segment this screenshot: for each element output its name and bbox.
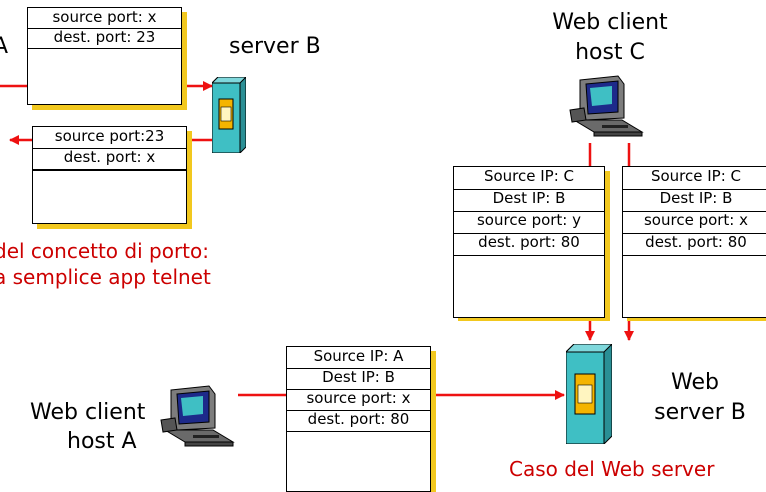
packet-field: dest. port: 80 <box>623 233 766 256</box>
telnet-reply-packet: source port:23 dest. port: x <box>32 126 192 229</box>
packet-field: dest. port: 80 <box>454 233 604 256</box>
packet-field: dest. port: x <box>33 148 186 171</box>
server-icon <box>212 77 246 153</box>
packet-field: dest. port: 23 <box>28 28 181 49</box>
host-a-packet: Source IP: A Dest IP: B source port: x d… <box>286 346 436 492</box>
packet-field: source port: y <box>454 211 604 234</box>
computer-icon <box>160 385 235 447</box>
server-icon <box>566 344 612 444</box>
packet-field: source port: x <box>287 389 430 411</box>
telnet-caption-line2: a semplice app telnet <box>0 265 211 289</box>
telnet-caption-line1: del concetto di porto: <box>0 239 209 263</box>
packet-field: Source IP: A <box>287 347 430 369</box>
packet-field: source port: x <box>623 211 766 234</box>
server-b-label: server B <box>229 34 321 59</box>
host-c-label-line2: host C <box>575 40 645 65</box>
telnet-request-packet: source port: x dest. port: 23 <box>27 7 187 110</box>
packet-field: Source IP: C <box>454 167 604 190</box>
computer-icon <box>569 75 644 137</box>
host-c-packet-y: Source IP: C Dest IP: B source port: y d… <box>453 166 613 324</box>
web-server-label-line1: Web <box>671 370 719 395</box>
host-a-label-line2: host A <box>67 429 137 454</box>
host-c-packet-x: Source IP: C Dest IP: B source port: x d… <box>622 166 766 324</box>
packet-field: Dest IP: B <box>287 368 430 390</box>
web-server-caption: Caso del Web server <box>509 457 715 481</box>
web-server-label-line2: server B <box>654 400 746 425</box>
packet-field: dest. port: 80 <box>287 410 430 432</box>
host-a-label-line1: Web client <box>30 400 146 425</box>
host-c-label-line1: Web client <box>552 10 668 35</box>
host-a-label-fragment: A <box>0 34 9 59</box>
packet-field: Dest IP: B <box>454 189 604 212</box>
packet-field: source port: x <box>28 8 181 29</box>
packet-field: Source IP: C <box>623 167 766 190</box>
packet-field: source port:23 <box>33 127 186 149</box>
packet-field: Dest IP: B <box>623 189 766 212</box>
